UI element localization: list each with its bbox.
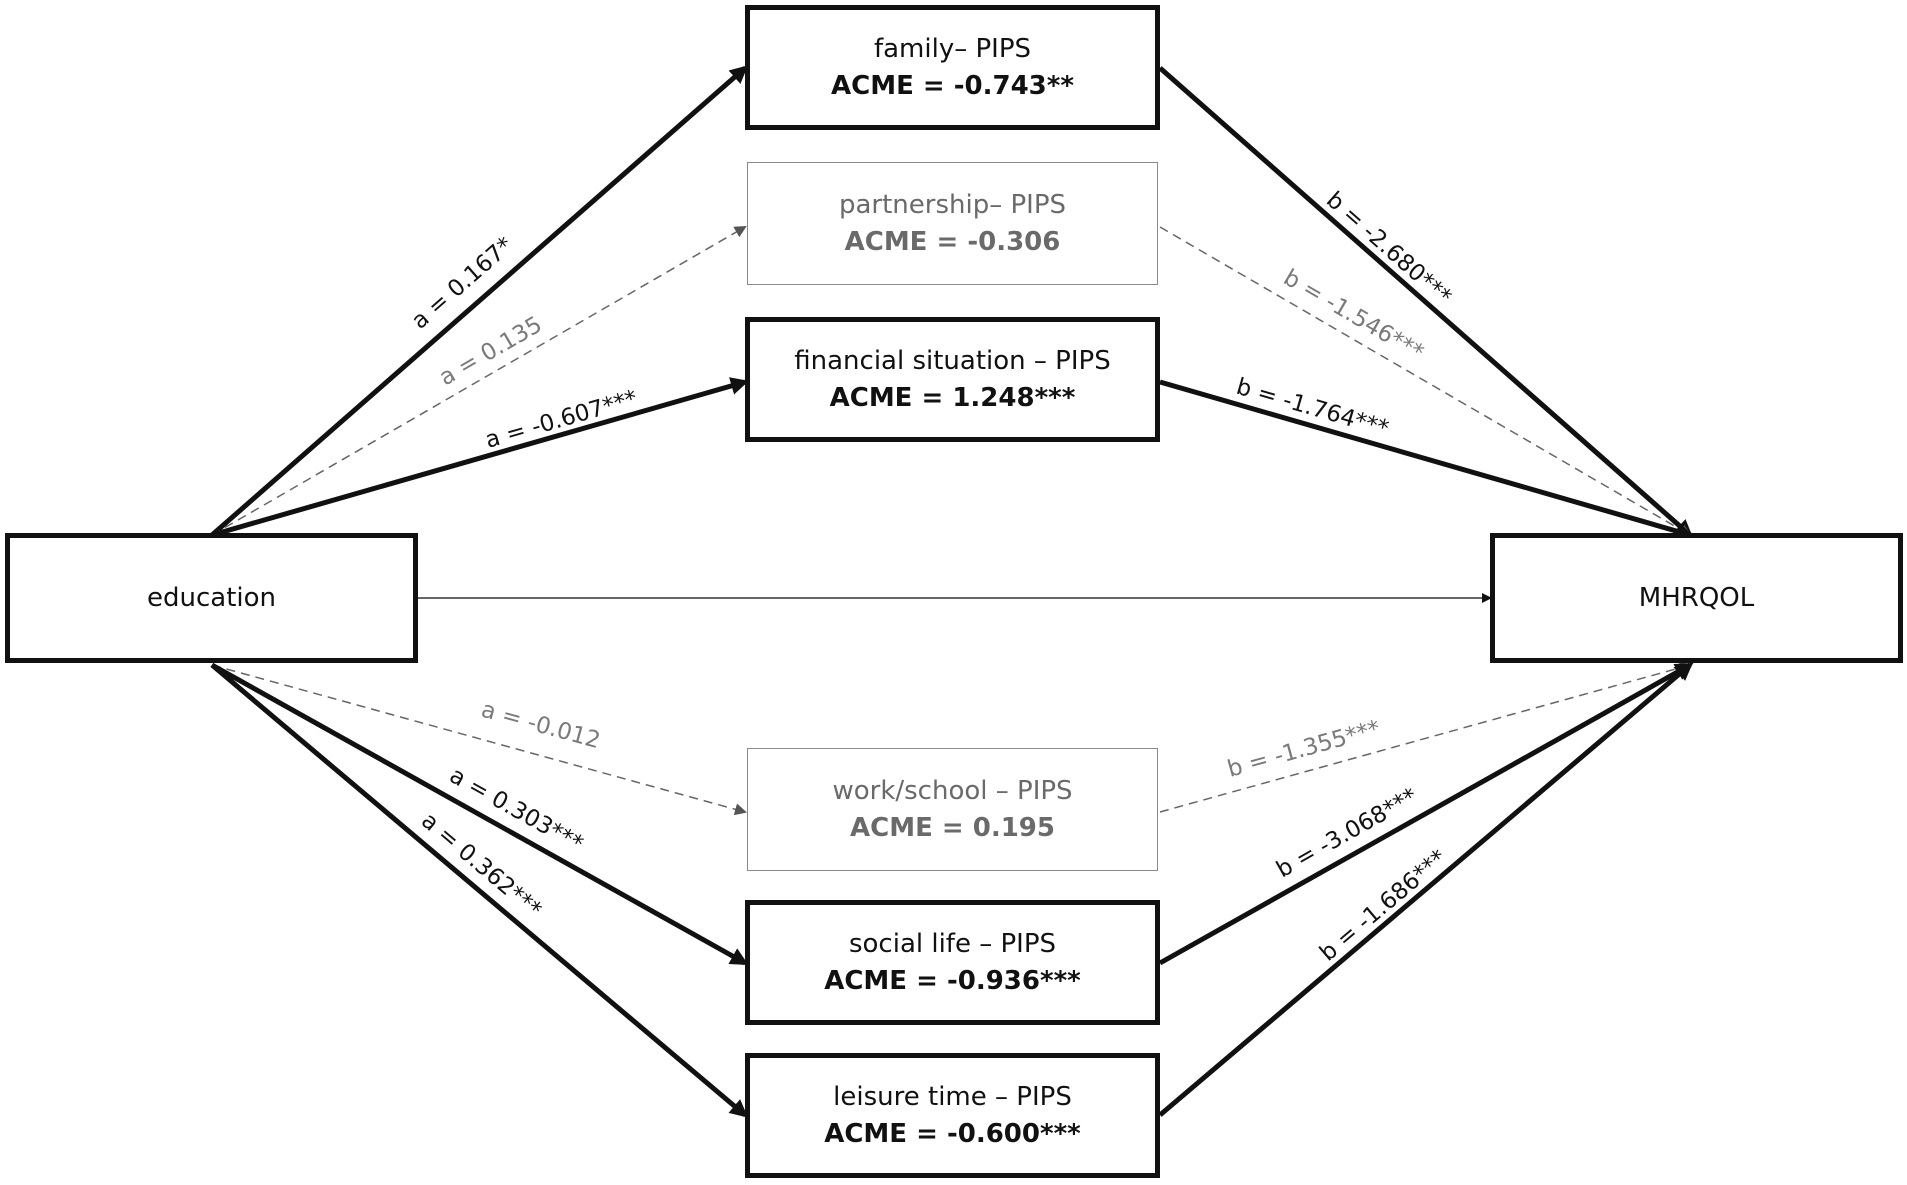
outcome-box-mhrqol: MHRQOL [1490,533,1903,663]
mediator-label: work/school – PIPS [832,775,1073,806]
path-a-leisure [210,663,749,1118]
label-b-social: b = -3.068*** [1272,783,1422,883]
mediator-box-work: work/school – PIPS ACME = 0.195 [747,748,1158,871]
label-b-family: b = -2.680*** [1321,187,1456,310]
path-b-financial [1159,379,1694,540]
path-a-partnership [211,225,747,536]
mediator-box-partnership: partnership– PIPS ACME = -0.306 [747,162,1158,285]
path-b-social [1158,662,1694,966]
predictor-box-education: education [5,533,418,663]
path-a-family [210,65,749,537]
path-a-social [210,662,749,966]
mediator-acme: ACME = 1.248*** [829,382,1076,413]
path-a-work [211,664,747,816]
path-b-family [1158,66,1694,538]
mediator-acme: ACME = -0.600*** [824,1118,1081,1149]
mediator-box-family: family– PIPS ACME = -0.743** [745,5,1160,130]
mediator-box-financial: financial situation – PIPS ACME = 1.248*… [745,317,1160,442]
mediator-label: leisure time – PIPS [833,1081,1072,1112]
predictor-label: education [146,583,276,613]
path-b-work [1159,661,1692,813]
mediator-label: social life – PIPS [848,928,1057,959]
mediator-label: family– PIPS [873,33,1032,64]
mediator-acme: ACME = -0.306 [844,226,1061,257]
mediator-acme: ACME = -0.743** [831,70,1074,101]
label-b-work: b = -1.355*** [1225,716,1383,783]
mediator-acme: ACME = -0.936*** [824,965,1081,996]
path-b-leisure [1158,662,1694,1117]
path-b-partnership [1159,226,1692,537]
mediator-label: partnership– PIPS [838,189,1067,220]
mediator-label: financial situation – PIPS [794,345,1111,376]
outcome-label: MHRQOL [1638,583,1755,613]
mediator-acme: ACME = 0.195 [850,812,1055,843]
mediator-box-social: social life – PIPS ACME = -0.936*** [745,900,1160,1025]
label-a-work: a = -0.012 [478,697,603,755]
mediator-box-leisure: leisure time – PIPS ACME = -0.600*** [745,1053,1160,1178]
path-a-financial [211,377,749,538]
